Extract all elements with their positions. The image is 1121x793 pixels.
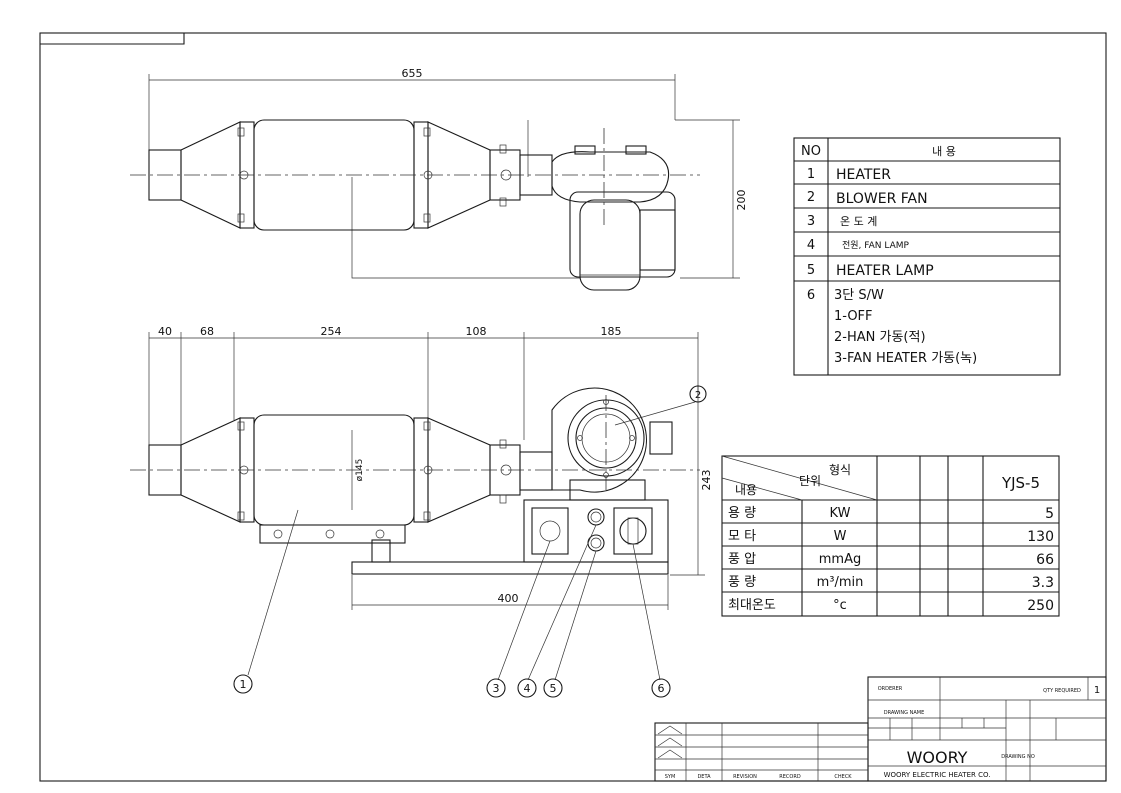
spec-value: 130 xyxy=(1027,529,1054,545)
spec-item: 용 량 xyxy=(728,506,756,521)
rev-header: DETA xyxy=(697,774,711,780)
parts-row-no: 6 xyxy=(807,288,815,303)
parts-row-name: 전원, FAN LAMP xyxy=(842,240,910,251)
spec-item: 최대온도 xyxy=(728,598,776,613)
parts-header-content: 내 용 xyxy=(932,145,956,158)
parts-row-name: HEATER LAMP xyxy=(836,263,934,279)
spec-item: 모 타 xyxy=(728,529,756,544)
spec-corner-left: 내용 xyxy=(735,483,757,497)
corner-tab xyxy=(40,33,185,45)
rev-header: RECORD xyxy=(779,774,801,780)
rev-header: CHECK xyxy=(834,774,852,780)
svg-text:4: 4 xyxy=(524,682,531,695)
dim-3: 254 xyxy=(321,325,342,338)
parts-row-no: 3 xyxy=(807,214,815,229)
balloon-5: 5 xyxy=(543,678,563,698)
parts-table: NO 내 용 1 HEATER 2 BLOWER FAN 3 온 도 계 4 전… xyxy=(793,137,1061,376)
parts-row-detail: 3-FAN HEATER 가동(녹) xyxy=(834,351,977,366)
title-qty-label: QTY REQUIRED xyxy=(1043,688,1081,694)
dim-side-height: 243 xyxy=(700,470,713,491)
parts-row-no: 2 xyxy=(807,190,815,205)
parts-row-no: 1 xyxy=(807,167,815,182)
spec-unit: °c xyxy=(833,598,847,613)
dim-1: 40 xyxy=(158,325,172,338)
parts-row-detail: 2-HAN 가동(적) xyxy=(834,330,926,345)
spec-value: 250 xyxy=(1027,598,1054,614)
title-company: WOORY xyxy=(907,748,968,767)
parts-row-name: BLOWER FAN xyxy=(836,191,928,207)
title-drawing-no: DRAWING NO xyxy=(1001,754,1035,760)
spec-corner-mid: 단위 xyxy=(799,474,821,488)
spec-unit: KW xyxy=(830,506,851,521)
spec-unit: mmAg xyxy=(819,552,861,567)
title-orderer: ORDERER xyxy=(878,686,903,692)
parts-row-name: 3단 S/W xyxy=(834,288,884,303)
rev-header: SYM xyxy=(665,774,676,780)
spec-value: 66 xyxy=(1036,552,1054,568)
dim-2: 68 xyxy=(200,325,214,338)
svg-text:6: 6 xyxy=(658,682,665,695)
balloon-4: 4 xyxy=(517,678,537,698)
parts-row-name: 온 도 계 xyxy=(840,215,877,228)
parts-row-name: HEATER xyxy=(836,167,891,183)
parts-row-detail: 1-OFF xyxy=(834,309,873,324)
balloon-2: 2 xyxy=(689,385,707,403)
svg-text:5: 5 xyxy=(550,682,557,695)
svg-text:3: 3 xyxy=(493,682,500,695)
dim-base-length: 400 xyxy=(498,592,519,605)
revision-block: SYM DETA REVISION RECORD CHECK xyxy=(654,722,869,782)
parts-header-no: NO xyxy=(801,144,821,159)
title-company-full: WOORY ELECTRIC HEATER CO. xyxy=(884,771,991,779)
svg-text:1: 1 xyxy=(240,678,247,691)
dim-4: 108 xyxy=(466,325,487,338)
svg-text:2: 2 xyxy=(695,390,701,401)
balloon-1: 1 xyxy=(233,674,253,694)
dim-top-height: 200 xyxy=(735,190,748,211)
dim-5: 185 xyxy=(601,325,622,338)
rev-header: REVISION xyxy=(733,774,757,780)
spec-value: 5 xyxy=(1045,506,1054,522)
spec-table: 형식 단위 내용 YJS-5 용 량 KW 5 모 타 W 130 풍 압 mm… xyxy=(721,455,1060,617)
spec-unit: W xyxy=(834,529,847,544)
spec-item: 풍 압 xyxy=(728,552,756,567)
spec-corner-top: 형식 xyxy=(829,463,851,477)
title-block: ORDERER DRAWING NAME QTY REQUIRED 1 WOOR… xyxy=(867,676,1107,782)
top-view: 655 200 xyxy=(130,67,748,291)
side-view: 40 68 254 108 185 243 400 ø145 xyxy=(130,325,713,681)
spec-unit: m³/min xyxy=(817,575,864,590)
spec-model: YJS-5 xyxy=(1001,474,1040,492)
title-drawing-name: DRAWING NAME xyxy=(884,710,925,716)
balloon-3: 3 xyxy=(486,678,506,698)
title-qty-value: 1 xyxy=(1094,685,1100,696)
spec-item: 풍 량 xyxy=(728,575,756,590)
parts-row-no: 5 xyxy=(807,263,815,278)
sheet-border xyxy=(39,32,1107,782)
parts-row-no: 4 xyxy=(807,238,815,253)
dim-top-length: 655 xyxy=(402,67,423,80)
spec-value: 3.3 xyxy=(1032,575,1054,591)
balloon-6: 6 xyxy=(651,678,671,698)
